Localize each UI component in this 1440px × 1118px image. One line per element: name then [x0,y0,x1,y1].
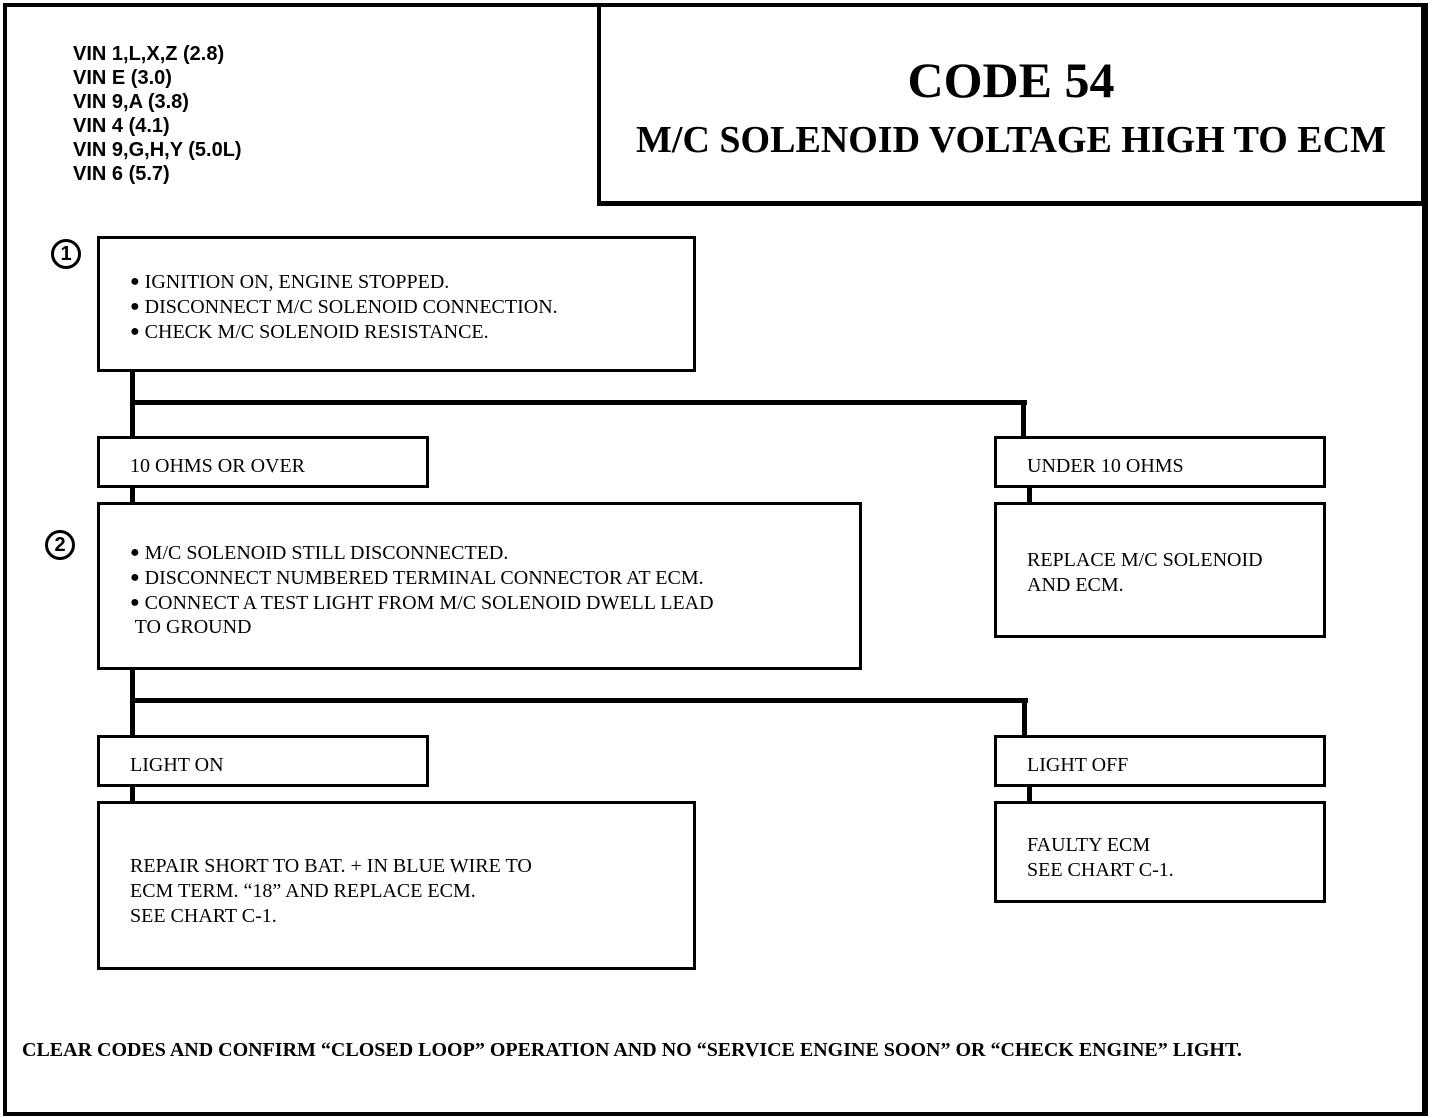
page-frame [3,3,1428,1116]
connector-line [130,698,1028,703]
footer-instruction: CLEAR CODES AND CONFIRM “CLOSED LOOP” OP… [22,1039,1242,1061]
vin-item: VIN E (3.0) [73,67,172,89]
vin-item: VIN 1,L,X,Z (2.8) [73,43,225,65]
step2-box: ● M/C SOLENOID STILL DISCONNECTED. ● DIS… [97,502,862,670]
repair-short-box: REPAIR SHORT TO BAT. + IN BLUE WIRE TO E… [97,801,696,970]
step2-line: M/C SOLENOID STILL DISCONNECTED. [144,542,509,564]
code-subtitle: M/C SOLENOID VOLTAGE HIGH TO ECM [636,119,1386,161]
step2-line: DISCONNECT NUMBERED TERMINAL CONNECTOR A… [144,567,704,589]
connector-line [130,668,135,738]
label-under-10-ohms: UNDER 10 OHMS [994,436,1326,488]
step1-line: IGNITION ON, ENGINE STOPPED. [144,271,450,293]
bullet-icon: ● [130,569,140,586]
step-number-2: 2 [45,530,75,560]
replace-solenoid-box: REPLACE M/C SOLENOID AND ECM. [994,502,1326,638]
connector-line [1022,698,1027,738]
connector-line [1021,400,1026,438]
vin-item: VIN 9,A (3.8) [73,91,189,113]
step2-line: CONNECT A TEST LIGHT FROM M/C SOLENOID D… [144,592,714,614]
label-10-ohms-or-over: 10 OHMS OR OVER [97,436,429,488]
faulty-ecm-box: FAULTY ECM SEE CHART C-1. [994,801,1326,903]
connector-line [1027,785,1032,804]
bullet-icon: ● [130,323,140,340]
connector-line [130,486,135,505]
vin-item: VIN 6 (5.7) [73,163,170,185]
label-light-off: LIGHT OFF [994,735,1326,787]
vin-list: VIN 1,L,X,Z (2.8) VIN E (3.0) VIN 9,A (3… [73,42,242,186]
step2-line: TO GROUND [130,616,252,638]
step-number-1: 1 [51,239,81,269]
bullet-icon: ● [130,544,140,561]
connector-line [130,400,1027,405]
vin-item: VIN 4 (4.1) [73,115,170,137]
step1-box: ● IGNITION ON, ENGINE STOPPED. ● DISCONN… [97,236,696,372]
bullet-icon: ● [130,273,140,290]
connector-line [130,785,135,804]
bullet-icon: ● [130,594,140,611]
vin-item: VIN 9,G,H,Y (5.0L) [73,139,242,161]
connector-line [1027,486,1032,505]
bullet-icon: ● [130,298,140,315]
title-box: CODE 54 M/C SOLENOID VOLTAGE HIGH TO ECM [597,5,1424,206]
label-light-on: LIGHT ON [97,735,429,787]
step1-line: DISCONNECT M/C SOLENOID CONNECTION. [144,296,558,318]
code-title: CODE 54 [907,52,1115,108]
step1-line: CHECK M/C SOLENOID RESISTANCE. [144,321,489,343]
